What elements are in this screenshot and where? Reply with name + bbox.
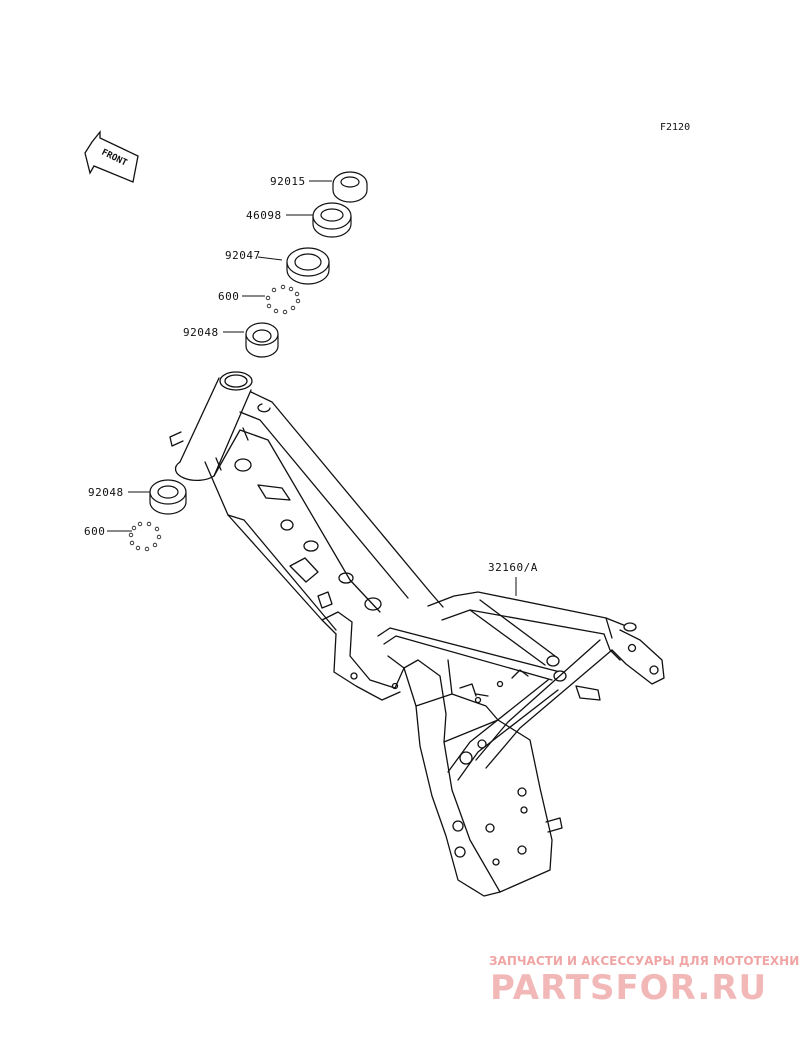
watermark: ЗАПЧАСТИ И АКСЕССУАРЫ ДЛЯ МОТОТЕХНИКИ PA… — [489, 954, 800, 1008]
svg-text:92015: 92015 — [270, 175, 306, 188]
part-label-600-upper: 600 — [218, 290, 265, 303]
part-label-92015: 92015 — [270, 175, 332, 188]
part-label-32160a: 32160/A — [488, 561, 538, 596]
front-arrow-icon: FRONT — [84, 130, 139, 183]
seal-92015 — [332, 171, 368, 203]
part-label-46098: 46098 — [246, 209, 313, 222]
part-label-600-lower: 600 — [84, 525, 132, 538]
nut-46098 — [312, 202, 352, 238]
svg-text:92048: 92048 — [183, 326, 219, 339]
watermark-tagline: ЗАПЧАСТИ И АКСЕССУАРЫ ДЛЯ МОТОТЕХНИКИ — [489, 954, 800, 968]
svg-text:600: 600 — [84, 525, 105, 538]
motorcycle-frame — [169, 371, 665, 897]
steel-balls-upper — [265, 284, 301, 315]
svg-text:600: 600 — [218, 290, 239, 303]
svg-text:32160/A: 32160/A — [488, 561, 538, 574]
part-label-92047: 92047 — [225, 249, 283, 262]
svg-text:46098: 46098 — [246, 209, 282, 222]
race-92047 — [286, 247, 330, 285]
race-92048-upper — [245, 322, 279, 358]
figure-ref: F2120 — [660, 122, 690, 133]
race-92048-lower — [149, 479, 187, 515]
svg-text:92047: 92047 — [225, 249, 261, 262]
watermark-logo: PARTSFOR.RU — [490, 968, 767, 1008]
part-label-92048-lower: 92048 — [88, 486, 150, 499]
steel-balls-lower — [128, 521, 162, 552]
svg-text:92048: 92048 — [88, 486, 124, 499]
front-label: FRONT — [100, 148, 129, 169]
part-label-92048-upper: 92048 — [183, 326, 244, 339]
